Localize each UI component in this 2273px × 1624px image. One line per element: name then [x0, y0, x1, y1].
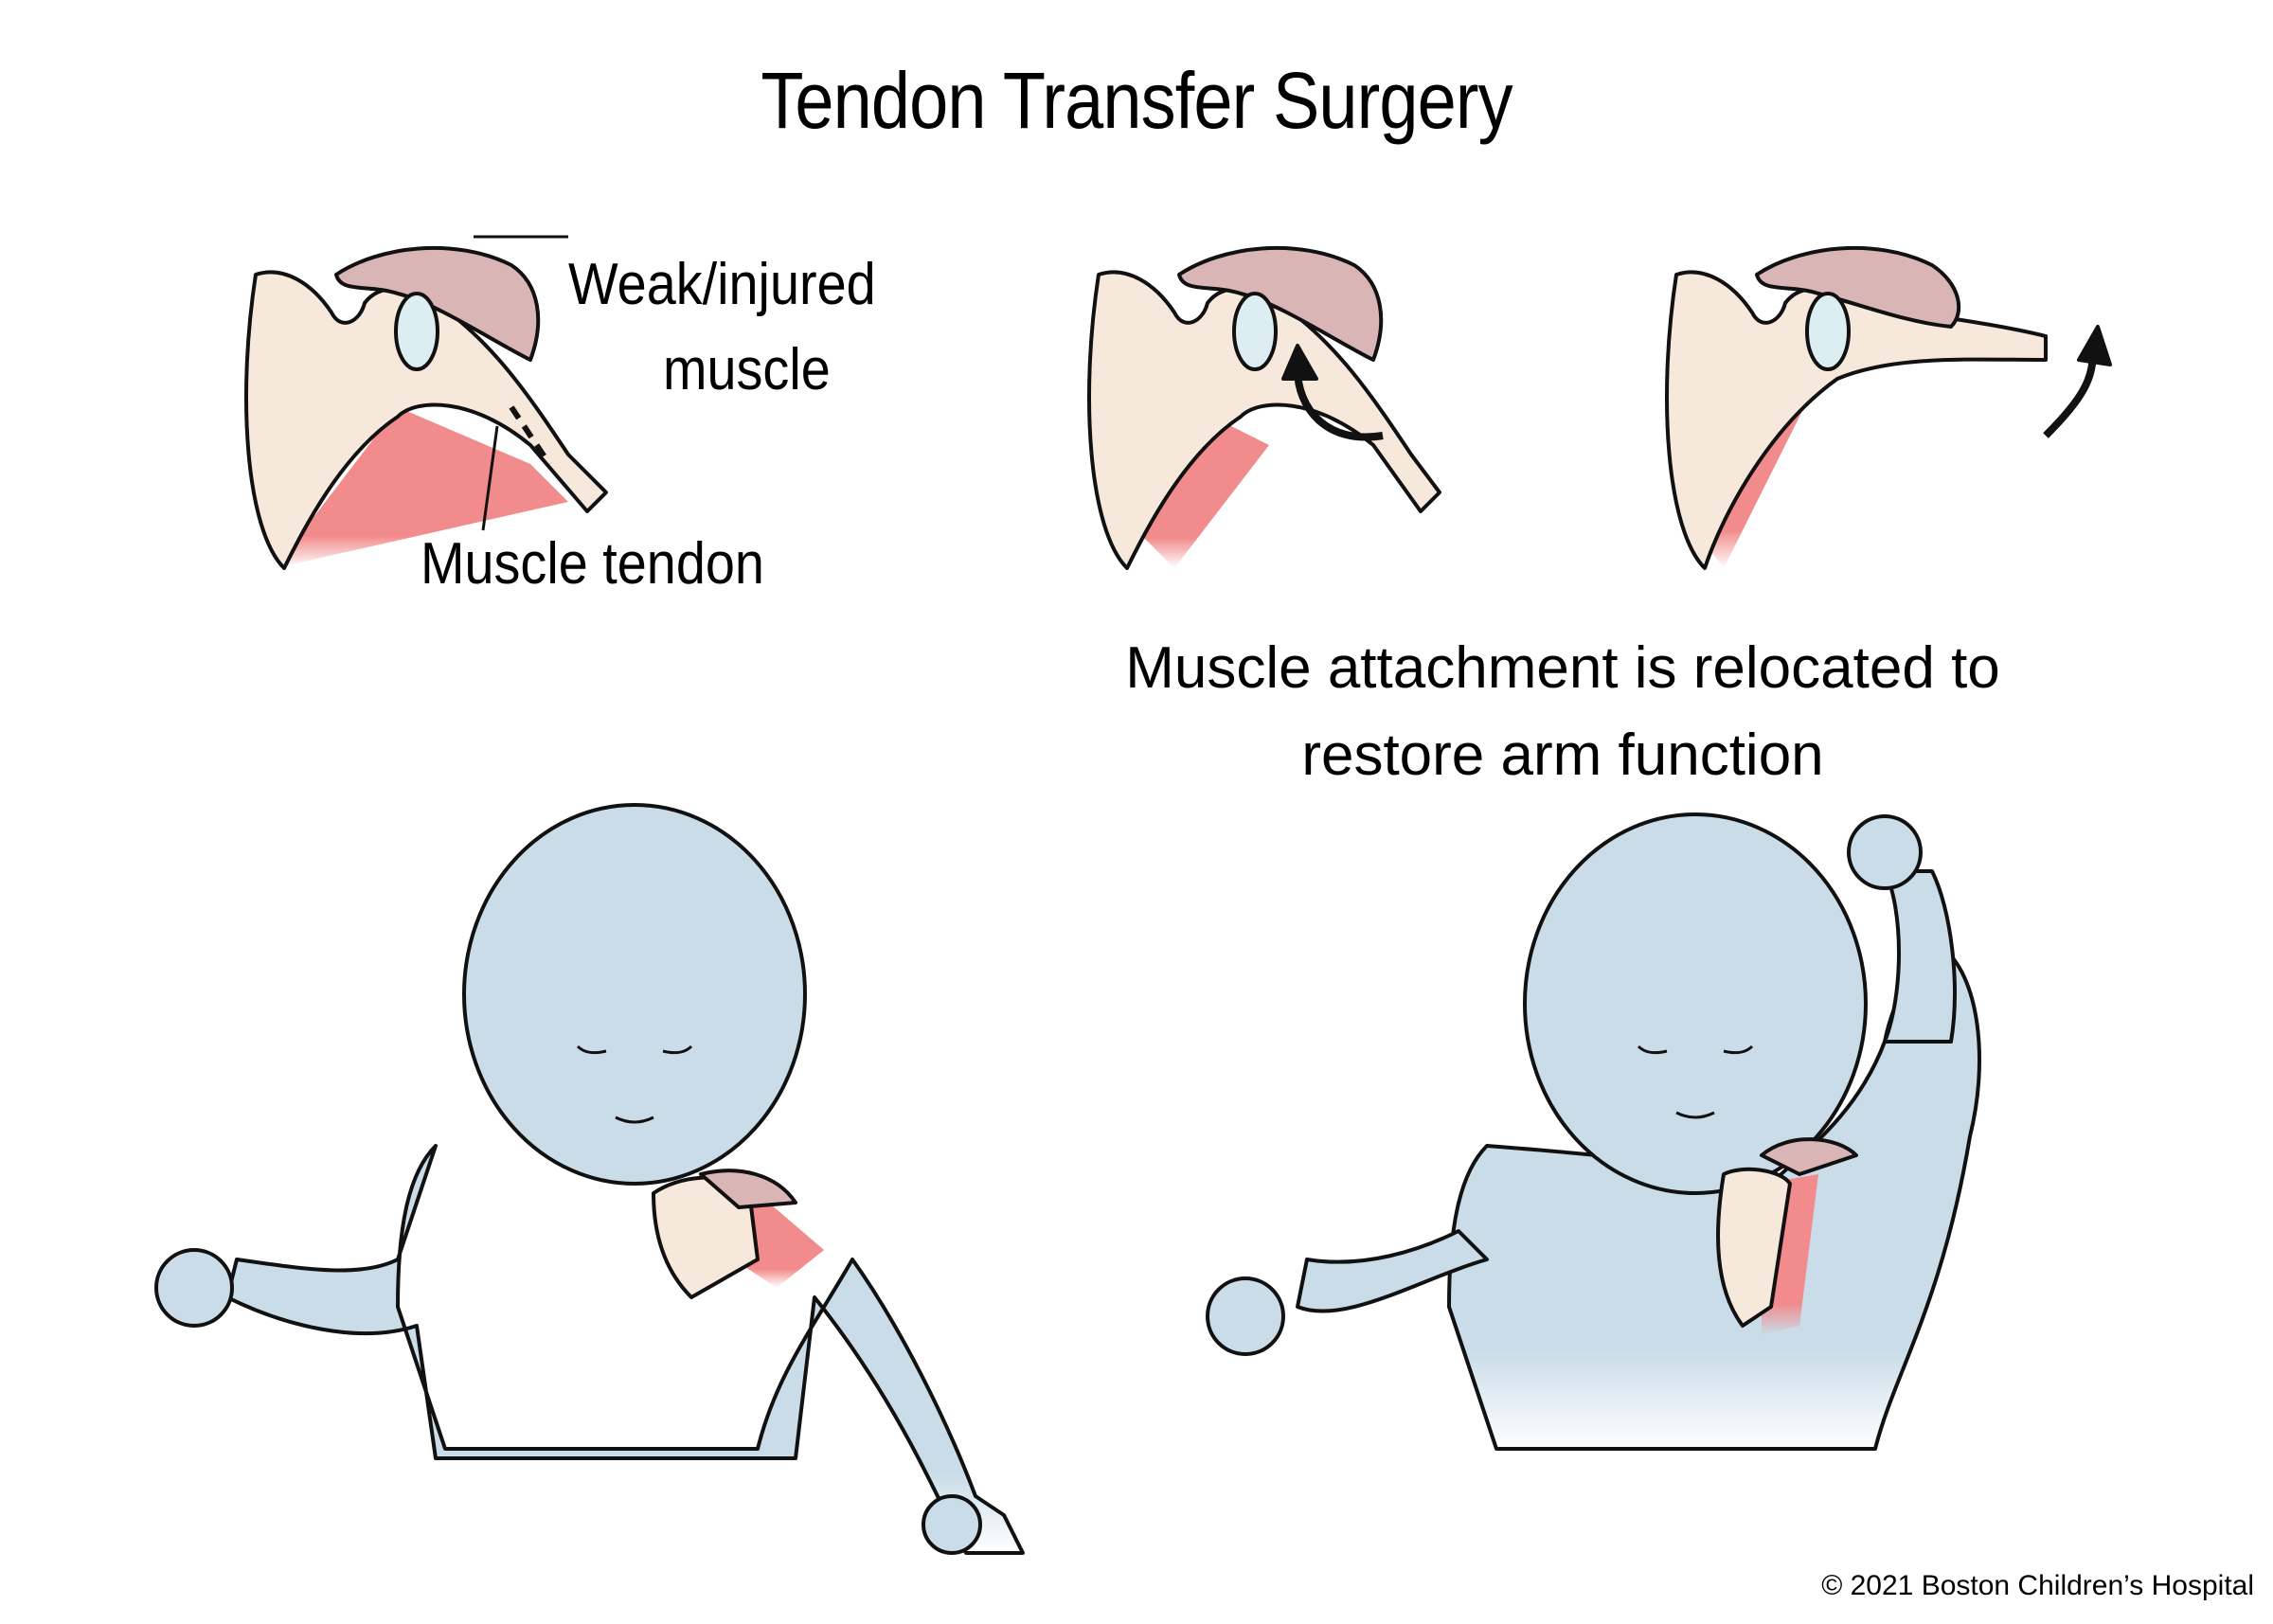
shoulder-before-icon: [244, 235, 608, 570]
baby-after-icon: [1206, 812, 1981, 1451]
label-muscle-tendon: Muscle tendon: [421, 531, 764, 597]
shoulder-transfer-icon: [1087, 245, 1441, 570]
label-weak-injured-muscle-line2: muscle: [663, 337, 831, 402]
caption-line-1: Muscle attachment is relocated to: [1125, 635, 2000, 701]
caption-line-2: restore arm function: [1301, 723, 1824, 788]
label-weak-injured-muscle-line1: Weak/injured: [568, 252, 876, 317]
copyright-notice: © 2021 Boston Children’s Hospital: [1821, 1570, 2254, 1601]
shoulder-after-icon: [1665, 245, 2112, 570]
page-title: Tendon Transfer Surgery: [761, 56, 1512, 145]
caption: Muscle attachment is relocated to restor…: [1042, 625, 2084, 799]
baby-before-icon: [154, 803, 1025, 1555]
